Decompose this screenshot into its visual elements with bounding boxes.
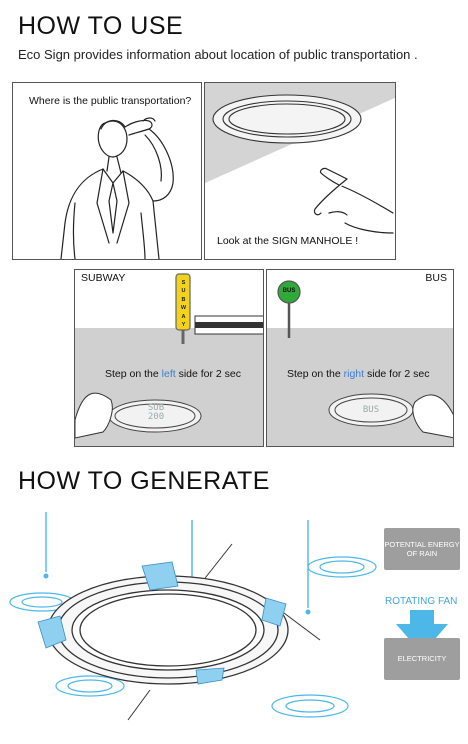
subway-step-instruction: Step on the left side for 2 sec <box>105 368 241 380</box>
bus-sign-text: BUS <box>282 288 296 294</box>
step-prefix: Step on the <box>105 368 162 380</box>
potential-energy-box: POTENTIAL ENERGY OF RAIN <box>384 528 460 570</box>
subway-sign: S U B W A Y <box>179 279 188 329</box>
subway-sign-letter: Y <box>181 322 186 329</box>
step-prefix: Step on the <box>287 368 344 380</box>
subway-sign-letter: S <box>181 280 186 286</box>
subway-sign-letter: W <box>180 305 187 312</box>
electricity-box: ELECTRICITY <box>384 638 460 680</box>
subway-display: SUB 200 <box>133 404 179 422</box>
step-highlight-left: left <box>161 368 176 380</box>
step-highlight-right: right <box>343 368 365 380</box>
step-suffix: side for 2 sec <box>175 368 242 380</box>
subway-display-line1: SUB <box>147 403 165 413</box>
subway-sign-letter: B <box>181 296 186 303</box>
bus-display: BUS <box>362 405 380 415</box>
panel-looking-person: Where is the public transportation? <box>12 82 202 260</box>
rotating-fan-label: ROTATING FAN <box>385 596 458 607</box>
bus-step-instruction: Step on the right side for 2 sec <box>287 368 429 380</box>
how-to-use-subtitle: Eco Sign provides information about loca… <box>18 47 418 62</box>
subway-sign-letter: A <box>181 313 186 320</box>
bus-scene <box>267 280 453 446</box>
panel-bus: BUS BUS Step on the right side for 2 sec… <box>266 269 454 447</box>
bus-label: BUS <box>425 272 447 284</box>
step-suffix: side for 2 sec <box>364 368 430 380</box>
subway-scene <box>75 273 263 446</box>
panel-subway: S U B W A Y SUBWAY Step on the left side… <box>74 269 264 447</box>
subway-label: SUBWAY <box>81 272 126 284</box>
how-to-use-title: HOW TO USE <box>18 12 184 40</box>
how-to-generate-title: HOW TO GENERATE <box>18 467 270 495</box>
subway-sign-letter: U <box>181 288 186 295</box>
panel1-caption: Where is the public transportation? <box>29 95 192 107</box>
manhole-scene <box>205 83 395 234</box>
looking-person-illustration <box>60 117 174 259</box>
panel2-caption: Look at the SIGN MANHOLE ! <box>217 235 359 247</box>
panel-manhole: Look at the SIGN MANHOLE ! <box>204 82 396 260</box>
subway-display-line2: 200 <box>147 412 165 422</box>
